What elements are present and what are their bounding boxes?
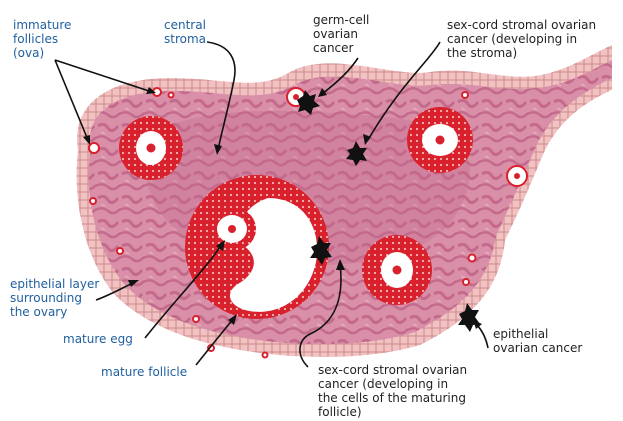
label-immature-follicles: immature follicles (ova) [13,18,71,60]
label-mature-follicle: mature follicle [101,365,187,379]
label-epithelial-cancer: epithelial ovarian cancer [493,327,582,355]
follicle-right [407,107,473,173]
label-mature-egg: mature egg [63,332,133,346]
label-sex-cord-follicle: sex-cord stromal ovarian cancer (develop… [318,363,467,419]
label-central-stroma: central stroma [164,18,206,46]
label-epithelial-layer: epithelial layer surrounding the ovary [10,277,99,319]
follicle-left [119,116,183,180]
label-germ-cell-cancer: germ-cell ovarian cancer [313,13,369,55]
follicle-lower-right [362,235,432,305]
mature-follicle [185,175,329,319]
label-sex-cord-stroma: sex-cord stromal ovarian cancer (develop… [447,18,596,60]
